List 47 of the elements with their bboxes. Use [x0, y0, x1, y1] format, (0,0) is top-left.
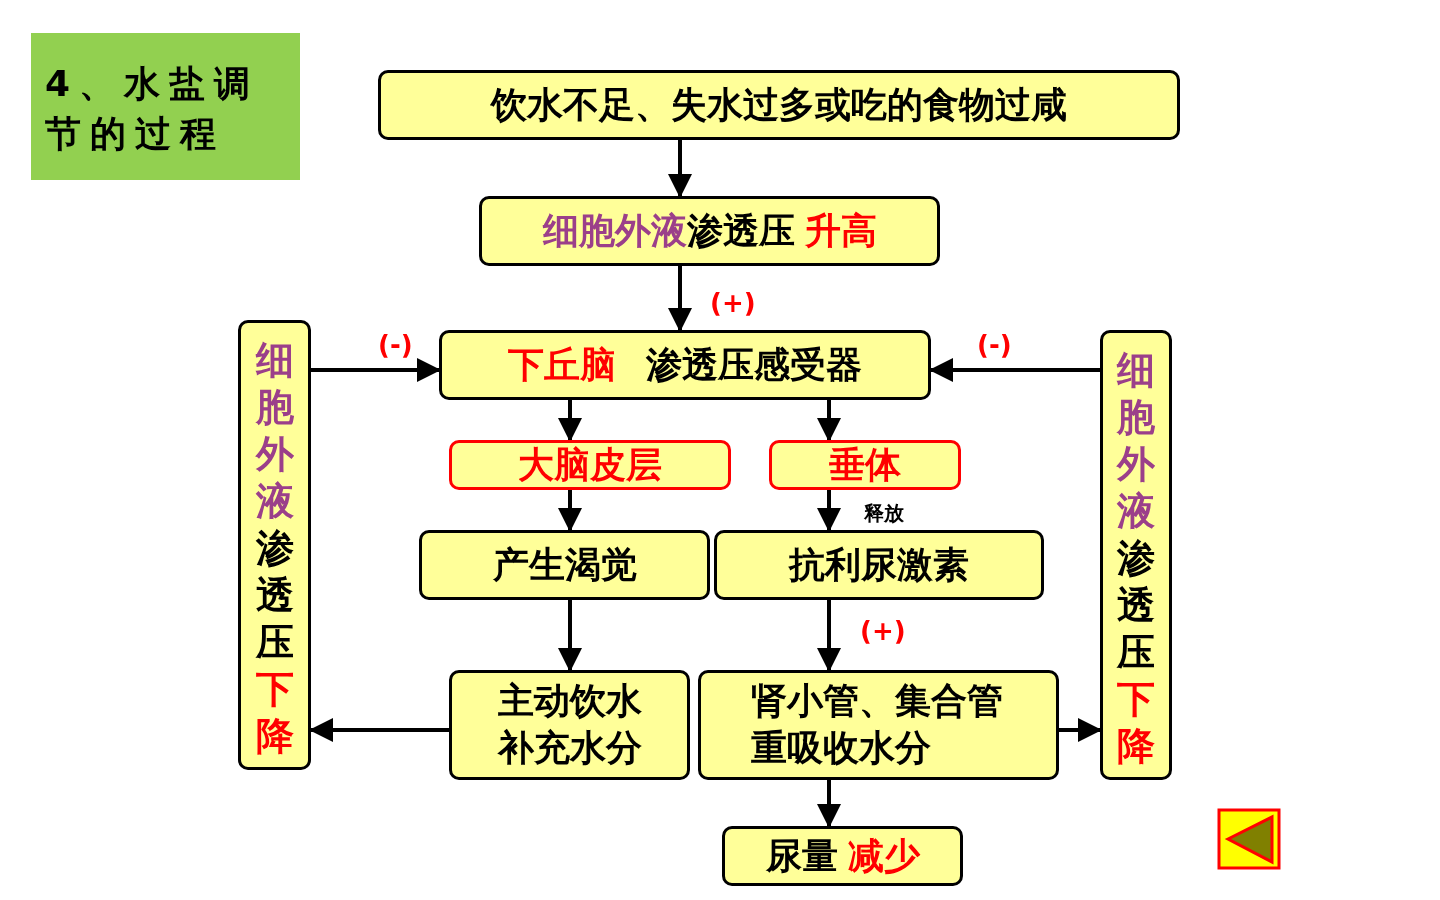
box-text: 垂体: [829, 442, 901, 487]
box-text: 升高: [804, 208, 877, 253]
process-box: [449, 440, 731, 490]
arrow: [817, 400, 841, 442]
box-text: 饮水不足、失水过多或吃的食物过咸: [491, 82, 1067, 127]
arrow: [558, 490, 582, 532]
process-box: [439, 330, 931, 400]
box-text: 肾小管、集合管重吸收水分: [750, 680, 1003, 768]
edge-label: 释放: [862, 500, 906, 527]
arrow: [311, 358, 441, 382]
box-text: 细胞外液: [542, 208, 687, 253]
arrow: [309, 718, 449, 742]
process-box: [714, 530, 1044, 600]
process-box: [419, 530, 710, 600]
box-text: 抗利尿激素: [789, 542, 969, 587]
arrow: [558, 400, 582, 442]
arrow: [668, 266, 692, 332]
process-box: [722, 826, 963, 886]
arrow: [817, 600, 841, 672]
box-text: 减少: [847, 833, 920, 878]
vertical-box: [1100, 330, 1172, 780]
process-box: [479, 196, 940, 266]
arrow: [929, 358, 1100, 382]
box-text: 大脑皮层: [518, 442, 662, 487]
box-text: 产生渴觉: [492, 542, 637, 587]
arrow: [668, 140, 692, 198]
box-text: 细胞外液: [255, 338, 294, 523]
box-text: 下降: [255, 667, 294, 758]
arrow: [817, 780, 841, 828]
box-text: 渗透压: [255, 526, 294, 664]
title-banner: 4、水盐调节的过程: [31, 33, 300, 180]
box-text: 尿量: [765, 833, 838, 878]
box-text: 下丘脑: [508, 342, 616, 387]
box-text: 细胞外液: [1117, 348, 1155, 533]
process-box: [449, 670, 690, 780]
vertical-box: [238, 320, 311, 770]
arrow: [817, 490, 841, 532]
box-text: 渗透压: [1117, 536, 1155, 674]
process-box: [698, 670, 1059, 780]
process-box: [378, 70, 1180, 140]
box-text: 主动饮水补充水分: [497, 680, 642, 768]
box-text: 下降: [1117, 677, 1155, 768]
box-text: 渗透压感受器: [646, 342, 862, 387]
arrow: [1059, 718, 1102, 742]
process-box: [769, 440, 961, 490]
arrow: [558, 600, 582, 672]
box-text: 渗透压: [686, 208, 795, 253]
